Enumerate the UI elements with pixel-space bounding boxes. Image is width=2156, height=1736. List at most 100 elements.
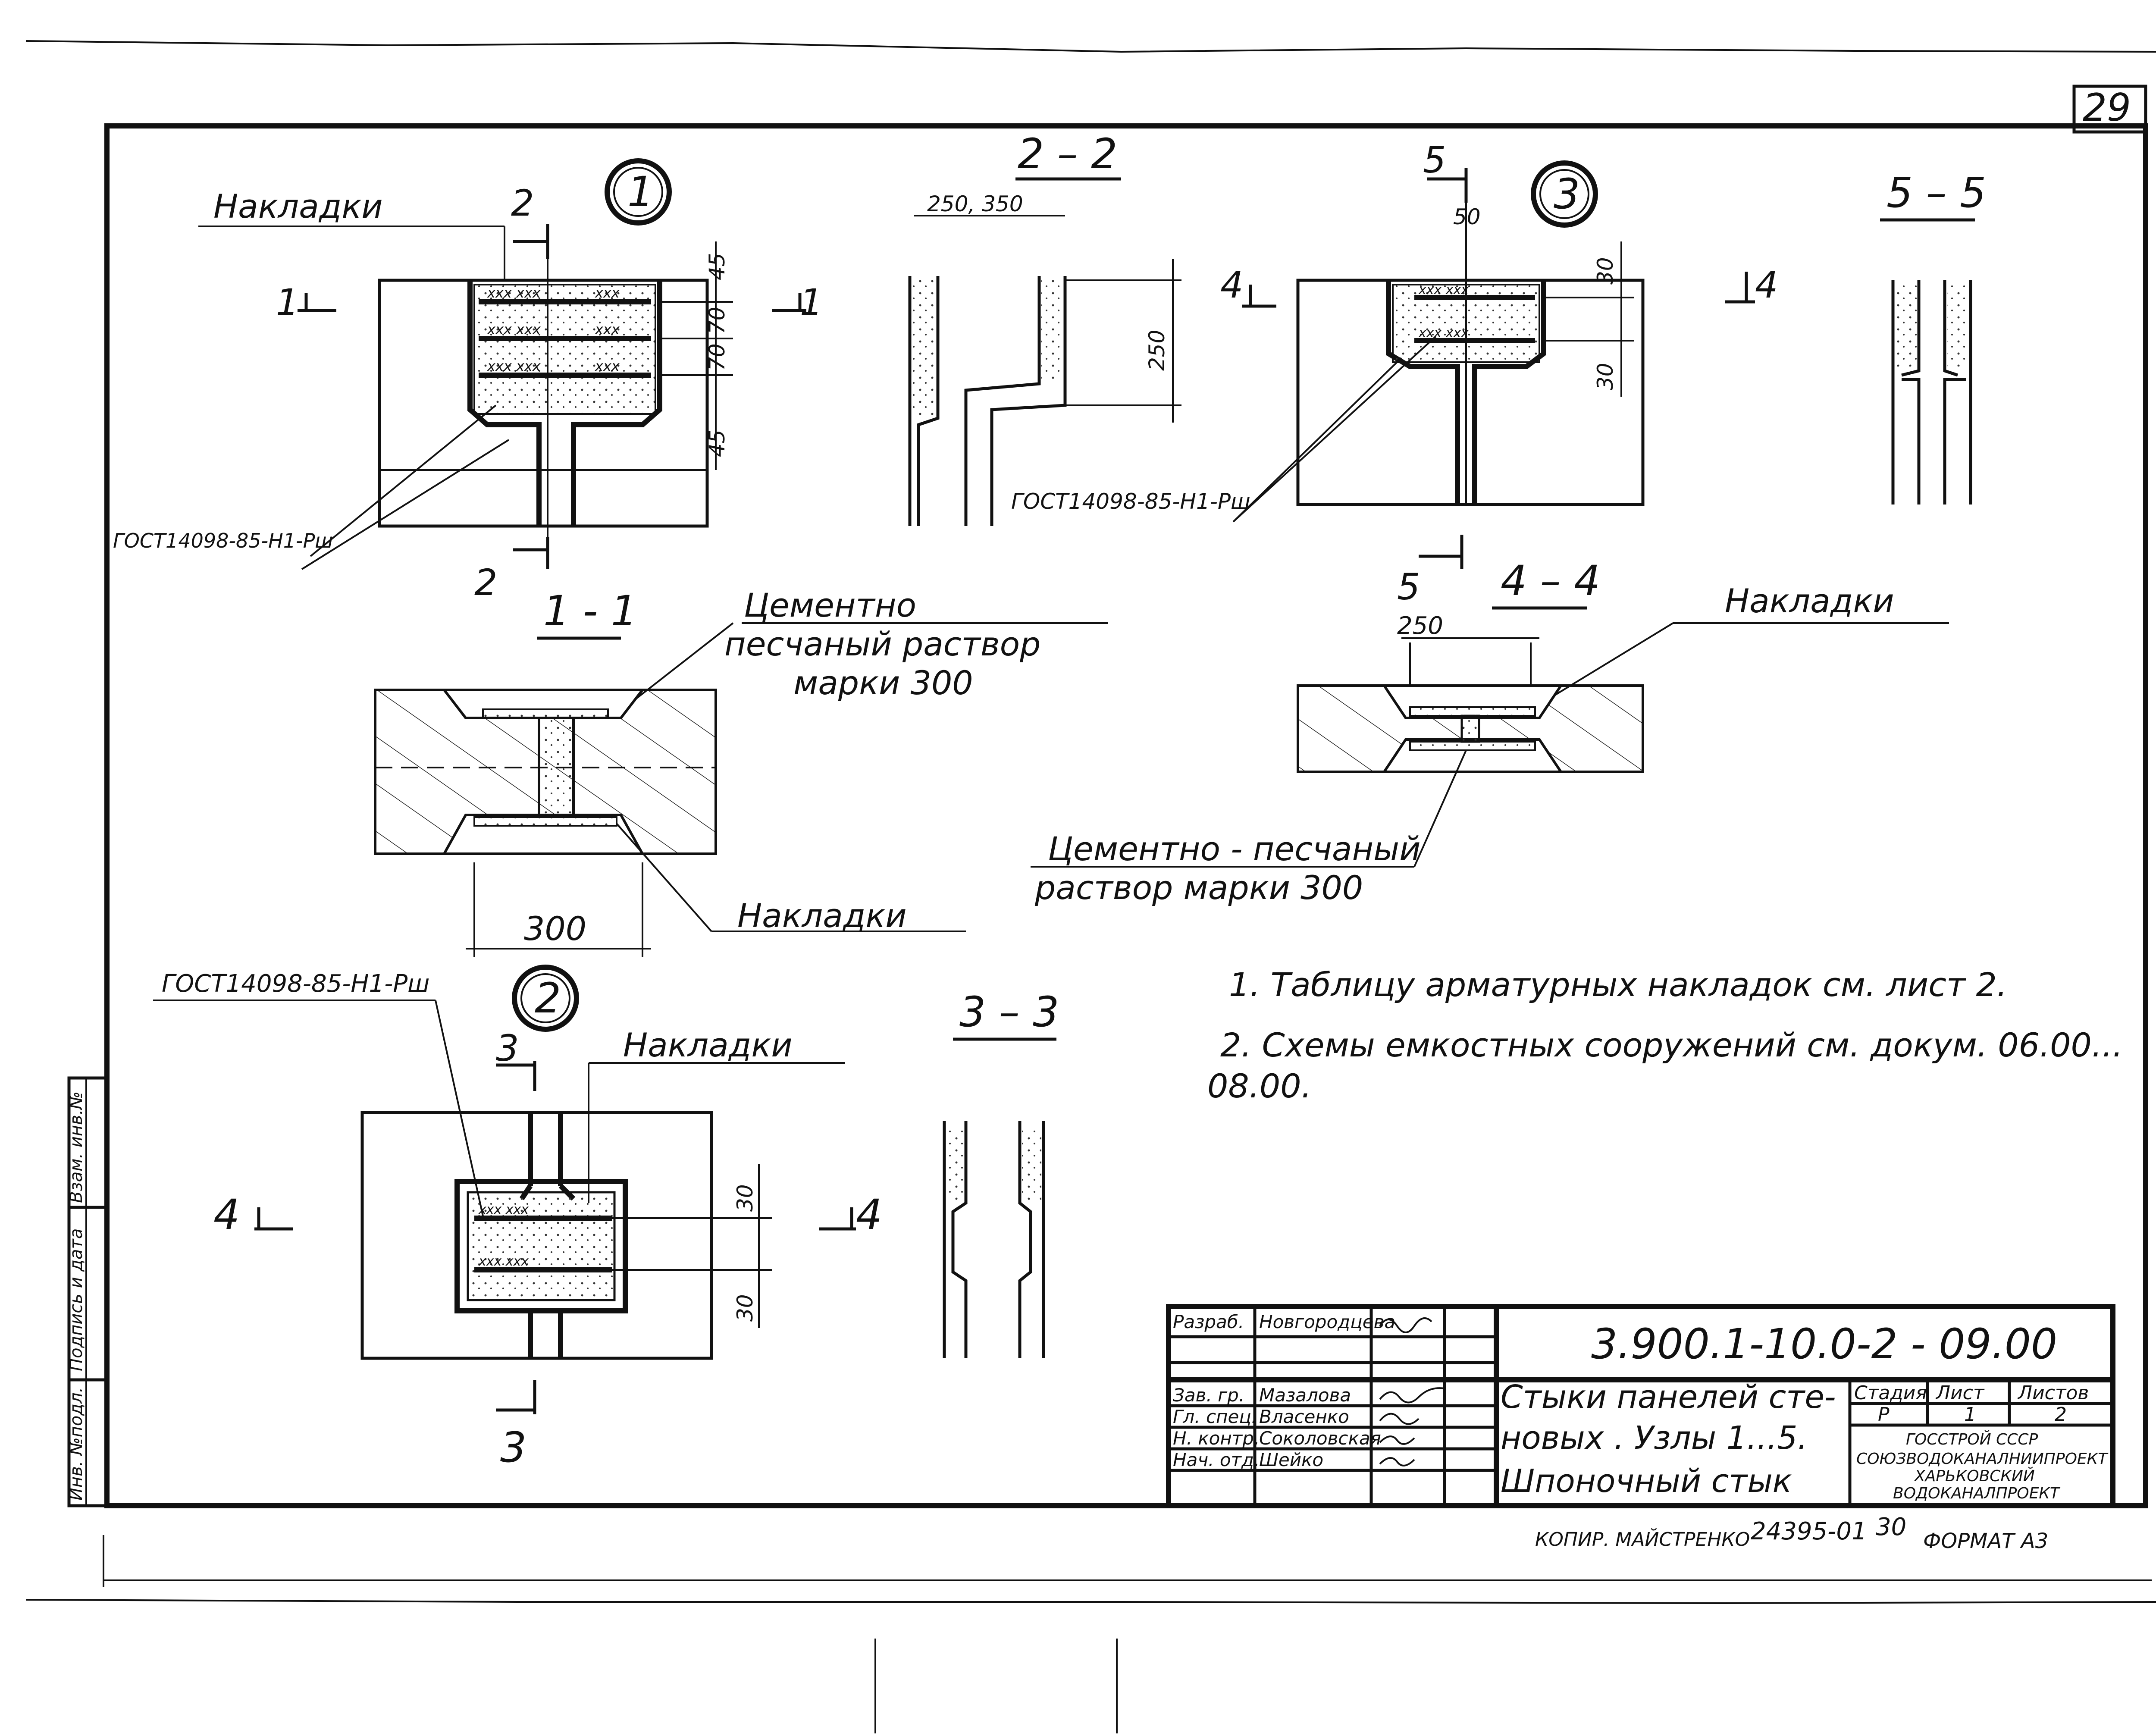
section-1-1-title: 1 - 1: [543, 587, 637, 635]
node-1-cut-right: 1: [800, 281, 823, 323]
node-2-dim-2: 30: [733, 1294, 758, 1322]
section-1-1-mortar-3: марки 300: [793, 664, 973, 702]
stage-header: Стадия: [1854, 1382, 1927, 1404]
section-5-5: 5 – 5: [1880, 169, 1986, 505]
copy-line: КОПИР. МАЙСТРЕНКО 24395-01 30 ФОРМАТ А3: [1535, 1513, 2048, 1553]
node-2-detail: ГОСТ14098-85-Н1-Рш 2 Накладки 3 4 4 xxx …: [153, 965, 882, 1472]
name-5: Шейко: [1259, 1449, 1323, 1470]
org-line-1: ГОССТРОЙ СССР: [1906, 1430, 2038, 1448]
role-2: Зав. гр.: [1173, 1385, 1244, 1406]
svg-text:xxx: xxx: [595, 285, 620, 301]
side-stamp-inv: Инв. №подл.: [66, 1387, 86, 1501]
node-2-number: 2: [535, 974, 561, 1022]
node-2-cut-bottom: 3: [500, 1423, 526, 1472]
section-1-1: 1 - 1 Цементно песчаный раствор марки 30…: [374, 586, 1108, 957]
node-2-cut-top: 3: [496, 1027, 519, 1069]
note-2: 2. Схемы емкостных сооружений см. докум.…: [1220, 1026, 2123, 1064]
svg-text:xxx: xxx: [595, 358, 620, 374]
section-4-4-mortar-2: раствор марки 300: [1034, 868, 1363, 907]
page-number-box: [2072, 85, 2147, 134]
role-3: Гл. спец.: [1173, 1406, 1257, 1427]
side-stamp: Инв. №подл. Подпись и дата Взам. инв.№: [66, 1076, 109, 1507]
node-1-dim-4: 45: [705, 429, 730, 457]
node-3-dim-3: 30: [1593, 363, 1618, 390]
note-1: 1. Таблицу арматурных накладок см. лист …: [1229, 965, 2007, 1004]
title-line-3: Шпоночный стык: [1501, 1463, 1792, 1500]
node-1-cut-top: 2: [511, 182, 534, 224]
node-2-overlays-label: Накладки: [623, 1026, 793, 1064]
copy-note: КОПИР. МАЙСТРЕНКО: [1535, 1528, 1750, 1551]
title-block: Разраб. Новгородцева Зав. гр. Мазалова Г…: [1166, 1304, 2115, 1508]
section-2-2: 2 – 2 250, 350 250: [908, 130, 1181, 526]
org-line-4: ВОДОКАНАЛПРОЕКТ: [1893, 1485, 2061, 1502]
role-5: Нач. отд.: [1173, 1449, 1260, 1470]
scan-edges: [25, 40, 2156, 1733]
node-2-dim-1: 30: [733, 1184, 758, 1212]
node-1-cut-left: 1: [276, 281, 299, 323]
node-1-dim-1: 45: [705, 253, 730, 280]
section-4-4: 5 4 – 4 250 Накладки Цементно - песчаный…: [1031, 535, 1949, 907]
node-1-detail: 1 Накладки 2 1 1 xxx xxx xxx xxx xxx xxx…: [113, 158, 823, 604]
name-3: Власенко: [1259, 1406, 1349, 1427]
role-1: Разраб.: [1173, 1311, 1244, 1332]
node-2-cut-left: 4: [213, 1191, 240, 1239]
section-5-5-title: 5 – 5: [1887, 169, 1986, 217]
node-3-cut-top: 5: [1423, 139, 1446, 181]
note-3: 08.00.: [1207, 1067, 1312, 1105]
name-1: Новгородцева: [1259, 1311, 1395, 1332]
archive-page: 30: [1876, 1513, 1906, 1541]
document-code: 3.900.1-10.0-2 - 09.00: [1591, 1320, 2057, 1368]
svg-text:xxx xxx: xxx xxx: [487, 358, 541, 374]
node-1-number: 1: [627, 168, 654, 216]
node-1-cut-bottom: 2: [474, 561, 497, 604]
name-4: Соколовская: [1259, 1428, 1381, 1449]
node-3-gost: ГОСТ14098-85-Н1-Рш: [1011, 489, 1250, 514]
node-3-number: 3: [1554, 170, 1580, 218]
stage-value: Р: [1878, 1404, 1890, 1426]
svg-text:xxx xxx: xxx xxx: [478, 1202, 529, 1217]
node-1-gost: ГОСТ14098-85-Н1-Рш: [113, 529, 333, 552]
side-stamp-repl: Взам. инв.№: [66, 1091, 86, 1203]
role-4: Н. контр.: [1173, 1428, 1260, 1449]
name-2: Мазалова: [1259, 1385, 1351, 1406]
svg-text:xxx xxx: xxx xxx: [487, 321, 541, 338]
node-1-dim-2: 70: [705, 307, 730, 334]
section-1-1-mortar-2: песчаный раствор: [724, 625, 1040, 663]
node-3-dim-2: 30: [1593, 257, 1618, 285]
node-3-cut-right: 4: [1755, 264, 1778, 306]
section-4-4-title: 4 – 4: [1501, 557, 1600, 605]
svg-text:xxx xxx: xxx xxx: [478, 1254, 529, 1269]
sheet-frame: [104, 123, 2148, 1508]
svg-text:xxx xxx: xxx xxx: [1418, 326, 1469, 341]
node-2-gost: ГОСТ14098-85-Н1-Рш: [162, 970, 429, 998]
sheets-value: 2: [2055, 1404, 2067, 1426]
sheet-header: Лист: [1935, 1382, 1985, 1404]
node-2-cut-right: 4: [856, 1191, 882, 1239]
section-4-4-dim: 250: [1397, 612, 1443, 640]
title-line-1: Стыки панелей сте-: [1501, 1379, 1836, 1416]
title-line-2: новых . Узлы 1...5.: [1501, 1420, 1808, 1457]
section-1-1-dim: 300: [524, 909, 586, 948]
node-1-dim-3: 70: [705, 343, 730, 371]
section-4-4-cut-mark: 5: [1397, 566, 1420, 608]
org-line-3: ХАРЬКОВСКИЙ: [1914, 1467, 2035, 1485]
node-1-overlays-label: Накладки: [213, 187, 383, 226]
section-1-1-mortar-1: Цементно: [744, 586, 916, 624]
section-1-1-overlays: Накладки: [737, 896, 907, 935]
section-4-4-mortar-1: Цементно - песчаный: [1048, 830, 1421, 868]
archive-number: 24395-01: [1751, 1517, 1867, 1545]
org-line-2: СОЮЗВОДОКАНАЛНИИПРОЕКТ: [1856, 1450, 2109, 1468]
svg-text:xxx xxx: xxx xxx: [487, 285, 541, 301]
sheet-value: 1: [1964, 1404, 1976, 1426]
section-3-3-title: 3 – 3: [959, 988, 1059, 1036]
notes: 1. Таблицу арматурных накладок см. лист …: [1207, 965, 2123, 1105]
svg-text:xxx xxx: xxx xxx: [1418, 282, 1469, 298]
section-2-2-title: 2 – 2: [1018, 130, 1117, 178]
page-number: 29: [2083, 85, 2131, 130]
section-3-3: 3 – 3: [943, 988, 1059, 1358]
section-2-2-dim-top: 250, 350: [927, 191, 1023, 216]
format-label: ФОРМАТ А3: [1923, 1529, 2048, 1553]
section-4-4-overlays: Накладки: [1725, 582, 1894, 620]
node-3-cut-left: 4: [1220, 264, 1243, 306]
